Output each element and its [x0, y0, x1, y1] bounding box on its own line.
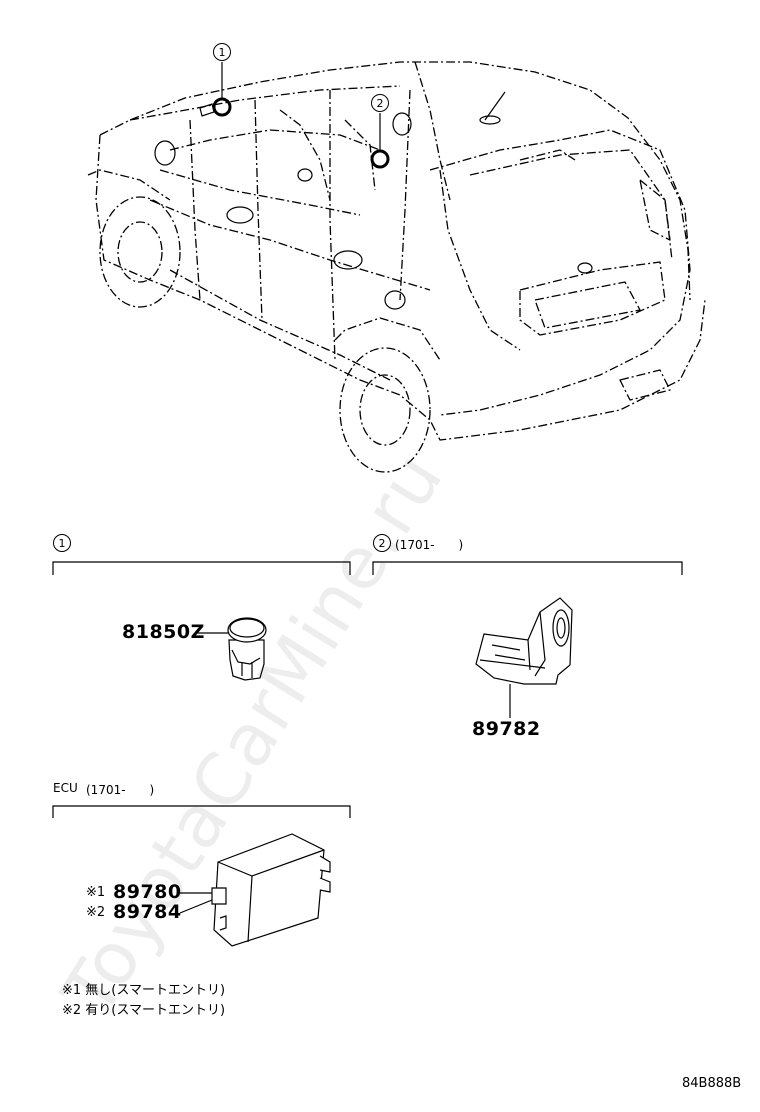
part-number-89782[interactable]: 89782 [472, 718, 541, 740]
mark-1: ※1 [86, 885, 106, 900]
part-number-81850z[interactable]: 81850Z [122, 621, 205, 643]
section-1-circle: 1 [53, 534, 71, 552]
section-ecu-title: ECU [53, 781, 78, 795]
part-89782-drawing [475, 597, 573, 718]
section-2-circle: 2 [373, 534, 391, 552]
part-81850z-drawing [195, 617, 267, 681]
callout-1-label: 1 [213, 43, 231, 61]
part-ecu-drawing [179, 833, 331, 947]
section-2-range: (1701- ) [395, 538, 464, 552]
part-number-89784[interactable]: 89784 [113, 901, 182, 923]
mark-2: ※2 [86, 905, 106, 920]
callout-2-label: 2 [371, 94, 389, 112]
diagram-code: 84B888B [682, 1076, 742, 1091]
footnote-2: ※2 有り(スマートエントリ) [62, 1003, 226, 1018]
section-ecu-range: (1701- ) [86, 783, 155, 797]
part-number-89780[interactable]: 89780 [113, 881, 182, 903]
footnote-1: ※1 無し(スマートエントリ) [62, 983, 226, 998]
